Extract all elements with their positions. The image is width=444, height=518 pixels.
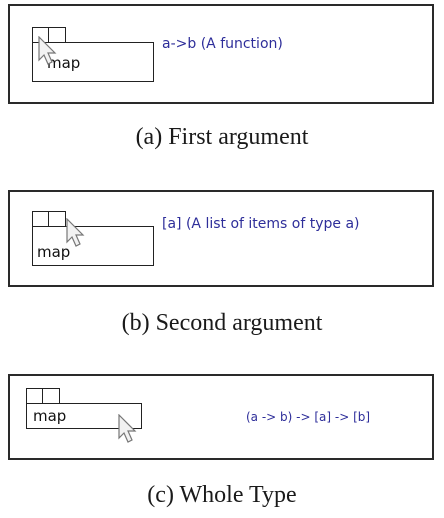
map-block[interactable]: map	[26, 403, 142, 429]
panel-whole-type: map (a -> b) -> [a] -> [b]	[8, 374, 434, 460]
map-block-label: map	[47, 54, 81, 72]
argument-slot-2[interactable]	[42, 388, 60, 404]
mouse-cursor-icon	[66, 218, 85, 247]
mouse-cursor-icon	[38, 36, 57, 65]
type-tooltip: a->b (A function)	[162, 36, 283, 52]
caption-b: (b) Second argument	[121, 310, 323, 336]
argument-slot-2[interactable]	[48, 211, 66, 227]
caption-a: (a) First argument	[135, 124, 309, 150]
panel-first-argument: map a->b (A function)	[8, 4, 434, 104]
map-block[interactable]: map	[32, 226, 154, 266]
type-tooltip: (a -> b) -> [a] -> [b]	[246, 410, 371, 424]
map-block-label: map	[37, 243, 71, 261]
type-tooltip: [a] (A list of items of type a)	[162, 216, 360, 232]
panel-second-argument: map [a] (A list of items of type a)	[8, 190, 434, 287]
map-block-label: map	[33, 407, 67, 425]
caption-c: (c) Whole Type	[147, 482, 297, 508]
mouse-cursor-icon	[118, 414, 137, 443]
